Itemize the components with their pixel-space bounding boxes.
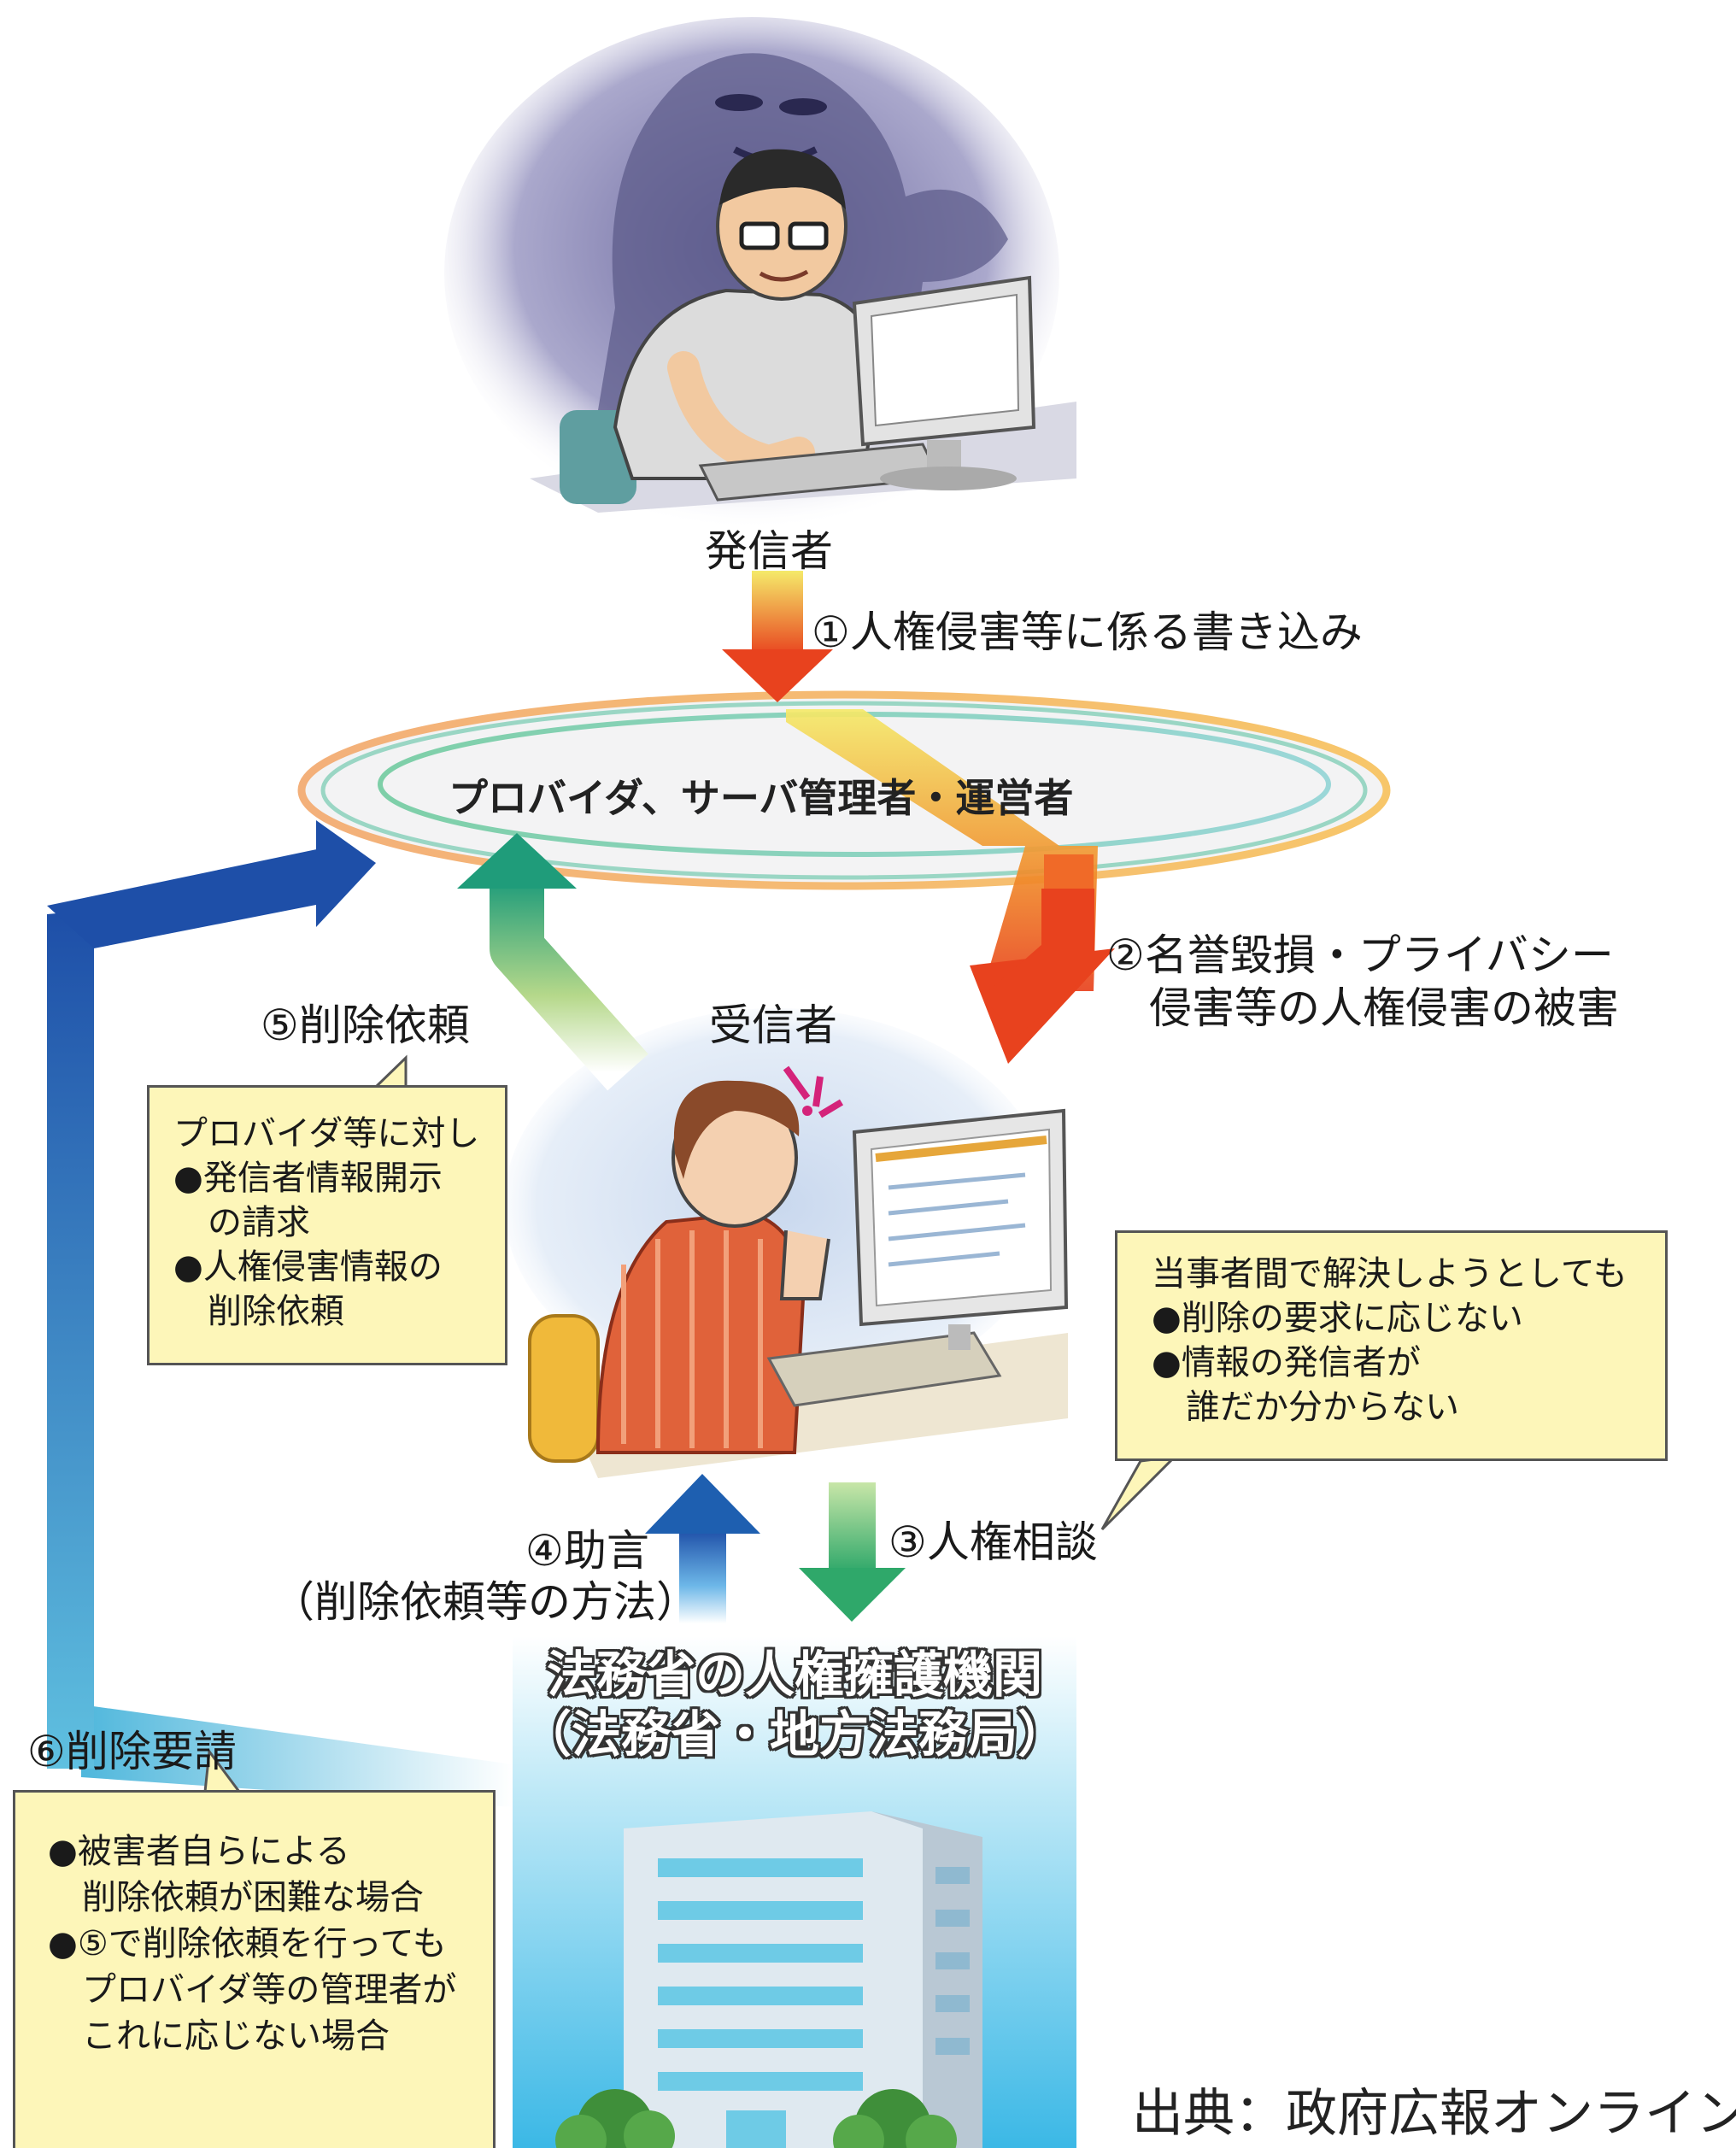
step3-arrow <box>799 1482 906 1622</box>
step5-callout-line5: 削除依頼 <box>173 1292 344 1331</box>
receiver-label: 受信者 <box>709 1001 837 1050</box>
step3-callout-line3: ●情報の発信者が <box>1152 1343 1421 1382</box>
step2-label-line1: ②名誉毀損・プライバシー <box>1106 930 1614 980</box>
step5-callout-line2: ●発信者情報開示 <box>173 1159 443 1198</box>
step3-callout-line4: 誰だか分からない <box>1152 1388 1459 1427</box>
step5-callout-line3: の請求 <box>173 1203 310 1242</box>
step1-arrow <box>722 571 833 702</box>
source-credit: 出典：政府広報オンライン <box>1132 2084 1736 2144</box>
step6-callout-line2: 削除依頼が困難な場合 <box>48 1878 424 1917</box>
agency-title: 法務省の人権擁護機関 （法務省・地方法務局） <box>513 1645 1076 1764</box>
step1-label: ①人権侵害等に係る書き込み <box>812 607 1363 657</box>
step2-arrow <box>786 709 1115 1064</box>
receiver-illustration <box>504 1008 1069 1478</box>
step3-callout-line2: ●削除の要求に応じない <box>1152 1299 1523 1338</box>
sender-label: 発信者 <box>705 526 833 576</box>
step2-label-line2: 侵害等の人権侵害の被害 <box>1149 983 1619 1033</box>
step6-callout-line3: ●⑤で削除依頼を行っても <box>48 1924 447 1963</box>
building-illustration <box>555 1811 982 2148</box>
step5-callout-pointer <box>372 1054 408 1089</box>
sender-illustration <box>444 17 1076 530</box>
step5-callout-line4: ●人権侵害情報の <box>173 1247 443 1287</box>
step6-callout-line5: これに応じない場合 <box>48 2016 390 2056</box>
step6-callout-line1: ●被害者自らによる <box>48 1832 350 1871</box>
step5-label: ⑤削除依頼 <box>261 1001 470 1050</box>
provider-label: プロバイダ、サーバ管理者・運営者 <box>449 775 1074 821</box>
step5-callout: プロバイダ等に対し ●発信者情報開示 の請求 ●人権侵害情報の 削除依頼 <box>147 1085 507 1365</box>
provider-ring <box>297 690 1391 890</box>
step4-label-line1: ④助言 <box>525 1526 649 1576</box>
step3-label: ③人権相談 <box>889 1517 1098 1567</box>
step4-label-line2: （削除依頼等の方法） <box>272 1577 699 1627</box>
step5-arrow <box>457 833 648 1091</box>
step6-callout-line4: プロバイダ等の管理者が <box>48 1970 457 2010</box>
step3-callout: 当事者間で解決しようとしても ●削除の要求に応じない ●情報の発信者が 誰だか分… <box>1115 1230 1668 1461</box>
step5-callout-line1: プロバイダ等に対し <box>173 1114 480 1153</box>
agency-title-line2: （法務省・地方法務局） <box>521 1705 1067 1764</box>
step6-arrow <box>47 820 513 1807</box>
agency-title-line1: 法務省の人権擁護機関 <box>546 1646 1042 1704</box>
step6-label: ⑥削除要請 <box>27 1727 237 1776</box>
agency-building <box>513 1636 1076 2148</box>
step4-arrow <box>645 1474 760 1623</box>
step3-callout-pointer <box>1100 1454 1179 1531</box>
step6-callout: ●被害者自らによる 削除依頼が困難な場合 ●⑤で削除依頼を行っても プロバイダ等… <box>13 1790 496 2148</box>
step3-callout-line1: 当事者間で解決しようとしても <box>1152 1254 1628 1294</box>
